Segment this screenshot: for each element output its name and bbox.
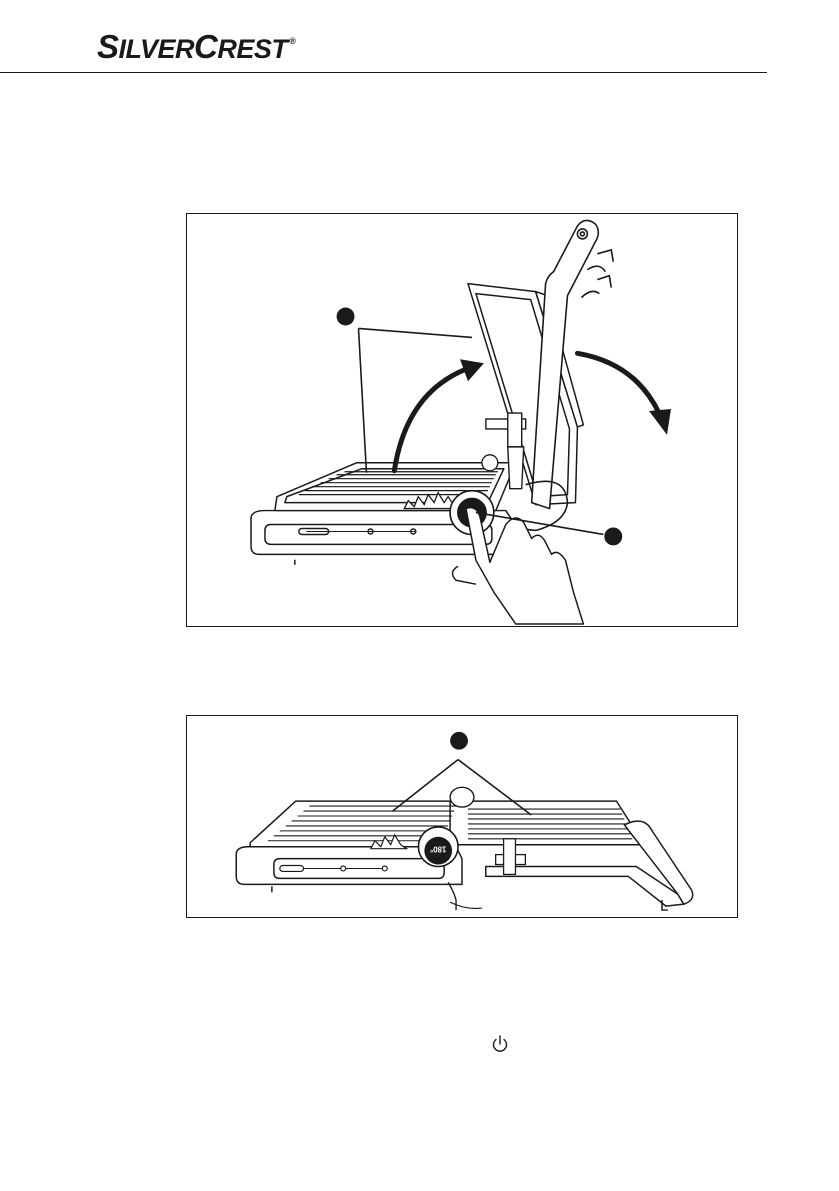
header-divider	[0, 72, 767, 73]
brand-logo: SILVERCREST ®	[97, 28, 296, 62]
figure-flat-open: 180°	[186, 715, 738, 918]
registered-mark: ®	[289, 36, 296, 46]
power-icon	[490, 1034, 510, 1054]
figure-open-lid	[186, 213, 738, 627]
illustration-grill-opening	[187, 214, 737, 626]
illustration-grill-flat: 180°	[187, 716, 737, 917]
dial-temperature-label: 180°	[430, 845, 446, 854]
brand-name: SILVERCREST	[97, 28, 287, 66]
